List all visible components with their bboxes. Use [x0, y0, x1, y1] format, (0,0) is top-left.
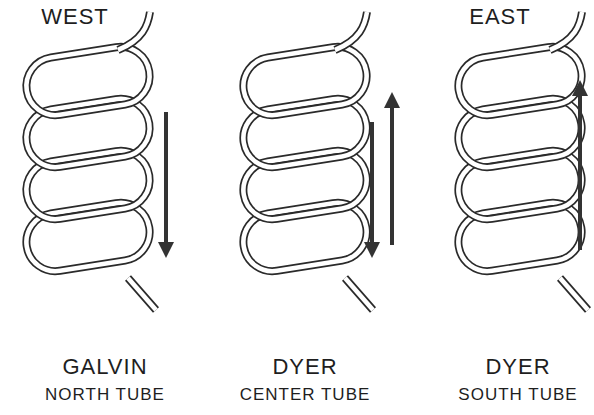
tube-tail-inner [345, 278, 373, 310]
tube-loop-outline-inner [22, 199, 154, 276]
helical-tube [22, 12, 156, 310]
tube-loop-outline [239, 95, 371, 172]
tube-loop-outline [22, 199, 154, 276]
tube-name: SOUTH TUBE [458, 386, 577, 403]
tube-loop [239, 199, 371, 276]
tube-loop [454, 43, 586, 120]
tube-tail [550, 12, 582, 50]
tube-tail-inner [550, 12, 582, 50]
tube-loop-outline-inner [454, 43, 586, 120]
tube-loop [454, 199, 586, 276]
tube-loop-outline-inner [22, 43, 154, 120]
tube-loop-outline [22, 95, 154, 172]
tube-tail [128, 278, 156, 310]
tube-loop-outline-inner [454, 199, 586, 276]
flow-arrow [578, 88, 582, 250]
tube-loop-outline-inner [454, 95, 586, 172]
tube-loop [239, 43, 371, 120]
tube-loop-outline [239, 147, 371, 224]
tube-loop-outline [454, 147, 586, 224]
helical-tube [454, 12, 588, 310]
tube-loop [454, 147, 586, 224]
tube-loop-outline-inner [239, 199, 371, 276]
tube-loop-outline [239, 199, 371, 276]
direction-label: EAST [469, 6, 530, 28]
tube-owner: GALVIN [62, 356, 147, 378]
tube-loop [239, 95, 371, 172]
tube-tail [118, 12, 150, 50]
tube-loop [454, 95, 586, 172]
tube-owner: DYER [272, 356, 337, 378]
tube-loop-outline-inner [239, 147, 371, 224]
tube-owner: DYER [485, 356, 550, 378]
tube-loop-outline-inner [22, 95, 154, 172]
flow-arrow [370, 122, 374, 250]
tube-loop-outline-inner [239, 95, 371, 172]
tube-loop-outline [454, 199, 586, 276]
tube-loop [22, 199, 154, 276]
tube-tail-inner [128, 278, 156, 310]
tube-loop-outline [22, 147, 154, 224]
tube-loop-outline [454, 95, 586, 172]
tube-tail [335, 12, 367, 50]
tube-loop-outline [22, 43, 154, 120]
tube-tail-inner [335, 12, 367, 50]
flow-arrow [390, 100, 394, 245]
tube-loop [22, 147, 154, 224]
tube-name: CENTER TUBE [240, 386, 371, 403]
tube-tail [560, 278, 588, 310]
tube-loop-outline-inner [22, 147, 154, 224]
tube-tail-inner [118, 12, 150, 50]
flow-arrow [164, 112, 168, 250]
tube-loop [239, 147, 371, 224]
tube-loop [22, 95, 154, 172]
tube-loop-outline [239, 43, 371, 120]
tube-tail-inner [560, 278, 588, 310]
tube-name: NORTH TUBE [45, 386, 165, 403]
tube-loop-outline-inner [239, 43, 371, 120]
tube-loop-outline-inner [454, 147, 586, 224]
tube-tail [345, 278, 373, 310]
tube-loop-outline [454, 43, 586, 120]
helical-tube [239, 12, 373, 310]
direction-label: WEST [41, 6, 109, 28]
tube-loop [22, 43, 154, 120]
